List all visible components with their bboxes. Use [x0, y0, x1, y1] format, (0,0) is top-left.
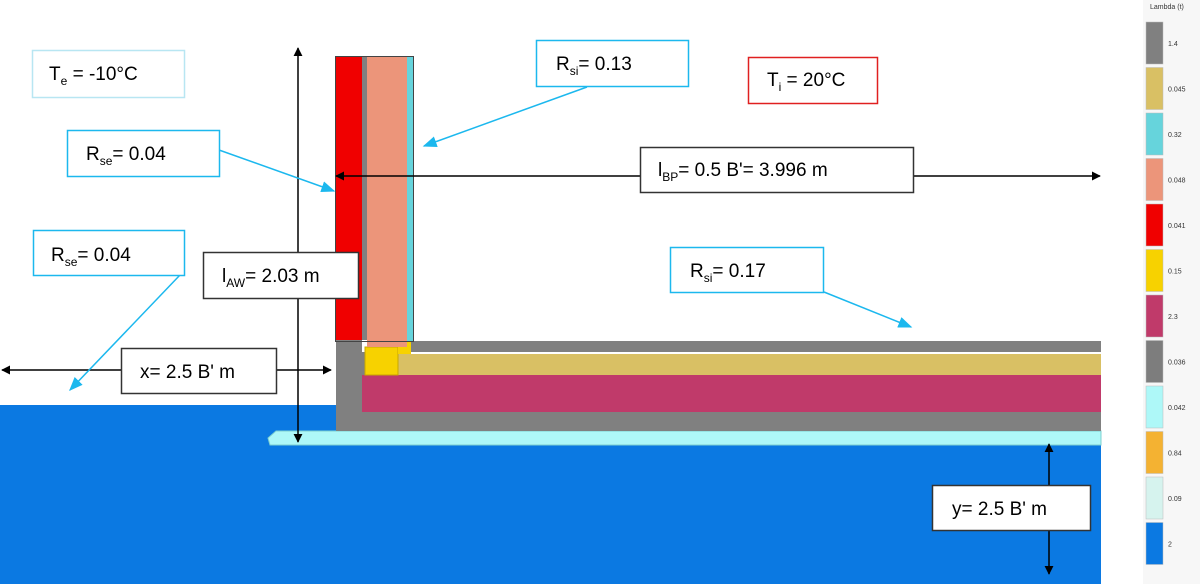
svg-text:Rse= 0.04: Rse= 0.04 [51, 245, 131, 269]
rsi-floor-label-box: Rsi= 0.17 [669, 246, 825, 294]
rsi-floor-subscript: si [704, 271, 713, 285]
rse-wall-value: = 0.04 [112, 144, 166, 165]
legend-value: 0.32 [1168, 132, 1182, 139]
rsi-wall-symbol: R [556, 54, 570, 75]
rse-wall-subscript: se [100, 154, 113, 168]
svg-text:Rsi= 0.17: Rsi= 0.17 [690, 261, 766, 285]
rse-ground-value: = 0.04 [77, 245, 131, 266]
x-dim-text: x= 2.5 B' m [140, 362, 235, 383]
rsi-floor-pointer [823, 291, 913, 328]
rse-ground-pointer [69, 274, 181, 392]
te-label-box: Te = -10°C [31, 49, 186, 99]
te-symbol: T [49, 64, 61, 85]
legend-swatch [1145, 476, 1164, 520]
foundation-base [336, 411, 1101, 431]
legend-swatch [1145, 203, 1164, 247]
lambda-legend: Lambda (t) 1.4 0.045 0.32 0.048 0.041 0.15 2.3… [1143, 0, 1200, 584]
lbp-label-box: lBP= 0.5 B'= 3.996 m [639, 146, 915, 194]
legend-value: 2 [1168, 542, 1172, 549]
rse-ground-label-box: Rse= 0.04 [32, 229, 186, 277]
svg-text:Te = -10°C: Te = -10°C [49, 64, 138, 88]
law-symbol: l [222, 266, 226, 287]
rsi-floor-value: = 0.17 [712, 261, 765, 282]
ti-label-box: Ti = 20°C [747, 56, 879, 105]
legend-swatch [1145, 67, 1164, 110]
floor-slab [362, 375, 1101, 412]
wall-outline [335, 56, 414, 342]
svg-text:Rse= 0.04: Rse= 0.04 [86, 144, 166, 168]
rsi-wall-pointer [422, 86, 588, 147]
svg-text:lBP= 0.5 B'= 3.996 m: lBP= 0.5 B'= 3.996 m [658, 160, 828, 184]
ti-symbol: T [767, 70, 779, 91]
wall-salmon-layer [367, 57, 407, 347]
te-value: = -10°C [67, 64, 137, 85]
perimeter-insulation [364, 346, 399, 376]
legend-swatch [1145, 431, 1164, 474]
legend-items: 1.4 0.045 0.32 0.048 0.041 0.15 2.3 0.036 0.042 0… [1145, 21, 1186, 565]
legend-value: 0.09 [1168, 496, 1182, 503]
ti-subscript: i [779, 80, 782, 94]
lbp-value: = 0.5 B'= 3.996 m [678, 160, 827, 181]
x-dim-label-box: x= 2.5 B' m [120, 347, 278, 395]
legend-value: 0.045 [1168, 87, 1186, 94]
te-subscript: e [61, 74, 68, 88]
legend-value: 0.042 [1168, 405, 1186, 412]
law-subscript: AW [226, 276, 246, 290]
svg-text:Rsi= 0.13: Rsi= 0.13 [556, 54, 632, 78]
wall-inner-finish [407, 57, 413, 341]
legend-value: 1.4 [1168, 41, 1178, 48]
legend-swatch [1145, 340, 1164, 383]
rsi-wall-value: = 0.13 [578, 54, 631, 75]
under-slab-layer [267, 430, 1102, 446]
rse-wall-label-box: Rse= 0.04 [66, 129, 221, 178]
lbp-subscript: BP [662, 170, 678, 184]
legend-title: Lambda (t) [1150, 4, 1184, 11]
rsi-wall-subscript: si [570, 64, 579, 78]
legend-swatch [1145, 294, 1164, 338]
legend-value: 0.84 [1168, 451, 1182, 458]
floor-screed [398, 354, 1101, 375]
wall-grey-core [362, 57, 367, 340]
y-dim-text: y= 2.5 B' m [952, 499, 1047, 520]
legend-swatch [1145, 249, 1164, 292]
legend-swatch [1145, 385, 1164, 429]
rse-wall-pointer [218, 149, 336, 193]
y-dim-label-box: y= 2.5 B' m [931, 484, 1092, 532]
legend-swatch [1145, 158, 1164, 201]
rse-wall-symbol: R [86, 144, 100, 165]
legend-value: 0.041 [1168, 223, 1186, 230]
legend-value: 2.3 [1168, 314, 1178, 321]
law-label-box: lAW= 2.03 m [202, 251, 360, 300]
rse-ground-symbol: R [51, 245, 65, 266]
svg-text:lAW= 2.03 m: lAW= 2.03 m [222, 266, 320, 290]
legend-swatch [1145, 21, 1164, 65]
rsi-wall-label-box: Rsi= 0.13 [535, 39, 690, 88]
law-value: = 2.03 m [245, 266, 319, 287]
legend-value: 0.036 [1168, 360, 1186, 367]
legend-value: 0.048 [1168, 178, 1186, 185]
ground-right-edge [1100, 440, 1101, 584]
legend-value: 0.15 [1168, 269, 1182, 276]
rsi-floor-symbol: R [690, 261, 704, 282]
legend-swatch [1145, 112, 1164, 156]
rse-ground-subscript: se [65, 255, 78, 269]
lbp-symbol: l [658, 160, 662, 181]
legend-swatch [1145, 522, 1164, 565]
svg-text:Ti = 20°C: Ti = 20°C [767, 70, 845, 94]
ti-value: = 20°C [781, 70, 845, 91]
